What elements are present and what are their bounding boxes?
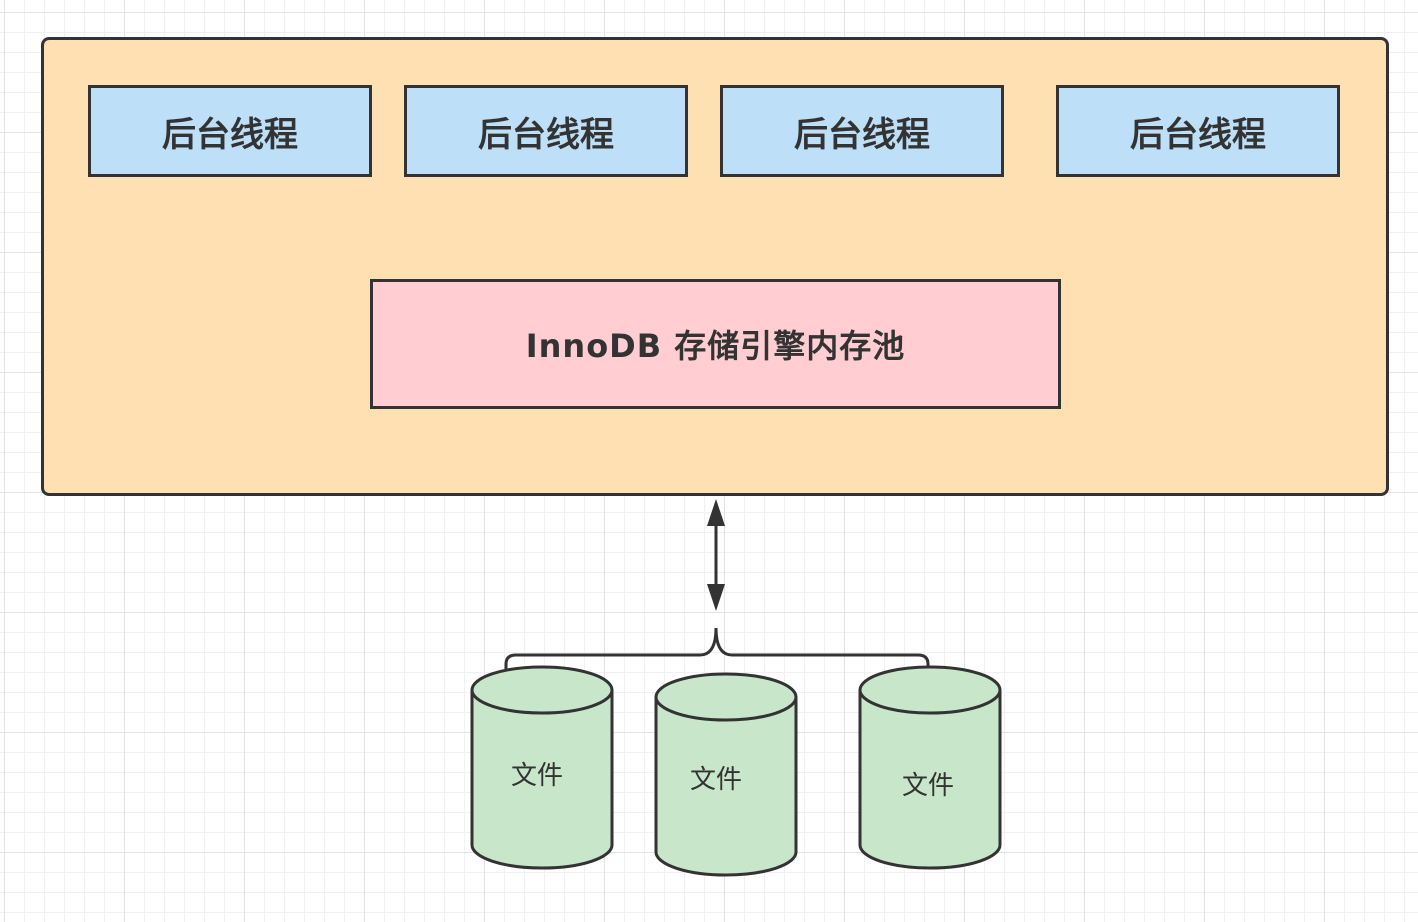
memory-pool: InnoDB 存储引擎内存池 — [370, 279, 1061, 409]
background-thread-1: 后台线程 — [88, 85, 372, 177]
file-cylinder-1: 文件 — [470, 665, 614, 870]
file-3-label: 文件 — [902, 771, 954, 801]
file-cylinder-3: 文件 — [858, 665, 1002, 870]
memory-pool-label: InnoDB 存储引擎内存池 — [525, 327, 906, 365]
file-2-label: 文件 — [690, 765, 742, 795]
background-thread-3: 后台线程 — [720, 85, 1004, 177]
background-thread-3-label: 后台线程 — [794, 114, 930, 155]
background-thread-1-label: 后台线程 — [162, 114, 298, 155]
background-thread-2: 后台线程 — [404, 85, 688, 177]
background-thread-4-label: 后台线程 — [1130, 114, 1266, 155]
background-thread-2-label: 后台线程 — [478, 114, 614, 155]
file-group-brace — [504, 627, 930, 670]
background-thread-4: 后台线程 — [1056, 85, 1340, 177]
file-1-label: 文件 — [511, 761, 563, 791]
bidirectional-arrow — [707, 499, 725, 611]
file-cylinder-2: 文件 — [654, 672, 798, 877]
